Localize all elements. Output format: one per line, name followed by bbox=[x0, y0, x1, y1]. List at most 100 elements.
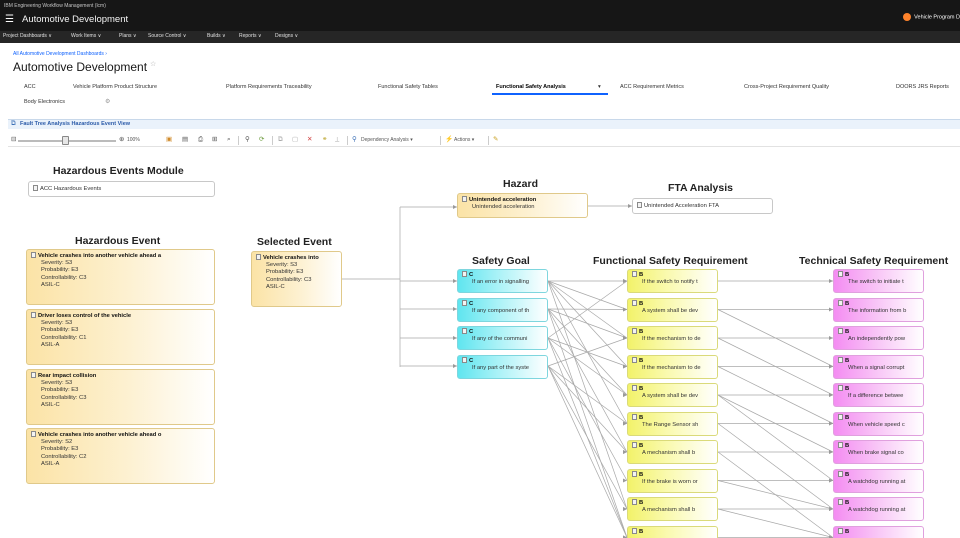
node-title: Rear impact collision bbox=[38, 373, 97, 379]
functional-safety-requirement-node[interactable]: B bbox=[627, 525, 718, 538]
user-menu[interactable]: Vehicle Program D bbox=[903, 13, 960, 21]
highlight-icon[interactable]: ✎ bbox=[493, 136, 499, 143]
widget-title[interactable]: Fault Tree Analysis Hazardous Event View bbox=[20, 121, 131, 127]
tab-acc[interactable]: ACC bbox=[24, 84, 36, 90]
fta-analysis-node[interactable]: Unintended Acceleration FTA bbox=[632, 198, 773, 214]
nav-designs[interactable]: Designs ∨ bbox=[275, 33, 299, 39]
nav-source-control[interactable]: Source Control ∨ bbox=[148, 33, 187, 39]
requirement-text: A system shall be dev bbox=[642, 307, 699, 314]
tab-functional-safety-tables[interactable]: Functional Safety Tables bbox=[378, 84, 438, 90]
tab-body-electronics[interactable]: Body Electronics bbox=[24, 99, 65, 105]
diagram-canvas[interactable]: Hazardous Events Module ACC Hazardous Ev… bbox=[8, 148, 960, 538]
tab-doors-jrs-reports[interactable]: DOORS JRS Reports bbox=[896, 84, 949, 90]
toolbar-separator bbox=[272, 136, 273, 145]
chevron-down-icon[interactable]: ▾ bbox=[598, 84, 601, 90]
zoom-out-icon[interactable]: ⊟ bbox=[11, 136, 17, 143]
connector-arrow bbox=[453, 336, 457, 340]
hazardous-event-node[interactable]: Rear impact collision Severity: S3 Proba… bbox=[26, 369, 215, 425]
document-icon bbox=[462, 299, 467, 306]
print-icon[interactable]: ⎙ bbox=[198, 136, 204, 143]
tab-vehicle-platform-product-structure[interactable]: Vehicle Platform Product Structure bbox=[73, 84, 158, 90]
nav-project-dashboards[interactable]: Project Dashboards ∨ bbox=[3, 33, 52, 39]
document-icon bbox=[462, 271, 467, 277]
nav-work-items[interactable]: Work Items ∨ bbox=[71, 33, 102, 39]
document-icon bbox=[637, 202, 642, 208]
link-icon[interactable]: ⚭ bbox=[322, 136, 328, 143]
tab-acc-requirement-metrics[interactable]: ACC Requirement Metrics bbox=[620, 84, 684, 90]
hazardous-event-node[interactable]: Vehicle crashes into another vehicle ahe… bbox=[26, 249, 215, 305]
hazardous-event-node[interactable]: Vehicle crashes into another vehicle ahe… bbox=[26, 428, 215, 484]
dependency-analysis-label[interactable]: Dependency Analysis bbox=[361, 137, 409, 143]
top-banner: IBM Engineering Workflow Management (lcm… bbox=[0, 0, 960, 31]
refresh-icon[interactable]: ⟳ bbox=[259, 136, 265, 143]
app-title[interactable]: Automotive Development bbox=[22, 14, 129, 25]
tab-platform-requirements-traceability[interactable]: Platform Requirements Traceability bbox=[226, 84, 312, 90]
delete-icon[interactable]: ✕ bbox=[307, 136, 313, 143]
tab-functional-safety-analysis[interactable]: Functional Safety Analysis bbox=[496, 84, 566, 90]
column-header-selected-event: Selected Event bbox=[257, 236, 332, 248]
zoom-in-icon[interactable]: ⊕ bbox=[119, 136, 125, 143]
user-avatar-icon[interactable] bbox=[903, 13, 912, 21]
copy-icon[interactable]: ⧉ bbox=[278, 136, 283, 143]
user-label[interactable]: Vehicle Program D bbox=[914, 14, 960, 21]
tab-cross-project-requirement-quality[interactable]: Cross-Project Requirement Quality bbox=[744, 84, 829, 90]
requirement-id: B bbox=[845, 471, 850, 478]
zoom-slider-handle[interactable] bbox=[62, 136, 69, 145]
hamburger-icon[interactable]: ☰ bbox=[5, 14, 14, 25]
nav-builds[interactable]: Builds ∨ bbox=[207, 33, 226, 39]
favorite-star-icon[interactable]: ☆ bbox=[150, 61, 157, 68]
node-title: Driver loses control of the vehicle bbox=[38, 313, 132, 319]
module-node[interactable]: ACC Hazardous Events bbox=[28, 181, 215, 197]
nav-plans[interactable]: Plans ∨ bbox=[119, 33, 137, 39]
fit-to-page-icon[interactable]: ▣ bbox=[166, 136, 173, 143]
breadcrumb[interactable]: All Automotive Development Dashboards › bbox=[13, 51, 107, 57]
filter-icon[interactable]: ⚲ bbox=[245, 136, 250, 143]
technical-safety-requirement-node[interactable]: B bbox=[833, 525, 924, 538]
export-image-icon[interactable]: ▤ bbox=[182, 136, 189, 143]
diagram-toolbar bbox=[8, 133, 960, 147]
nav-reports[interactable]: Reports ∨ bbox=[239, 33, 262, 39]
requirement-text: If the mechanism to de bbox=[642, 336, 701, 343]
layout-icon[interactable]: ⊞ bbox=[212, 136, 218, 143]
connector-arrow bbox=[623, 535, 627, 538]
document-icon bbox=[632, 442, 637, 448]
connector-arrow bbox=[453, 364, 457, 368]
asil-value: ASIL-A bbox=[41, 460, 60, 467]
find-icon[interactable]: ⌕ bbox=[227, 136, 231, 143]
paste-icon[interactable]: ▢ bbox=[292, 136, 299, 143]
actions-menu[interactable]: Actions ▾ bbox=[454, 137, 475, 143]
selected-event-node[interactable]: Vehicle crashes into Severity: S3 Probab… bbox=[251, 251, 342, 307]
actions-label[interactable]: Actions bbox=[454, 137, 471, 143]
actions-icon[interactable]: ⚡ bbox=[445, 136, 454, 143]
hazardous-event-node[interactable]: Driver loses control of the vehicle Seve… bbox=[26, 309, 215, 365]
dependency-analysis-menu[interactable]: Dependency Analysis ▾ bbox=[361, 137, 413, 143]
hazard-node[interactable]: Unintended acceleration Unintended accel… bbox=[457, 193, 588, 218]
connector-line bbox=[547, 365, 628, 538]
connector-line bbox=[547, 308, 628, 339]
unlink-icon[interactable]: ⟂ bbox=[335, 136, 340, 143]
dependency-analysis-icon[interactable]: ⚲ bbox=[352, 136, 357, 143]
gear-icon[interactable]: ⚙ bbox=[105, 99, 111, 105]
